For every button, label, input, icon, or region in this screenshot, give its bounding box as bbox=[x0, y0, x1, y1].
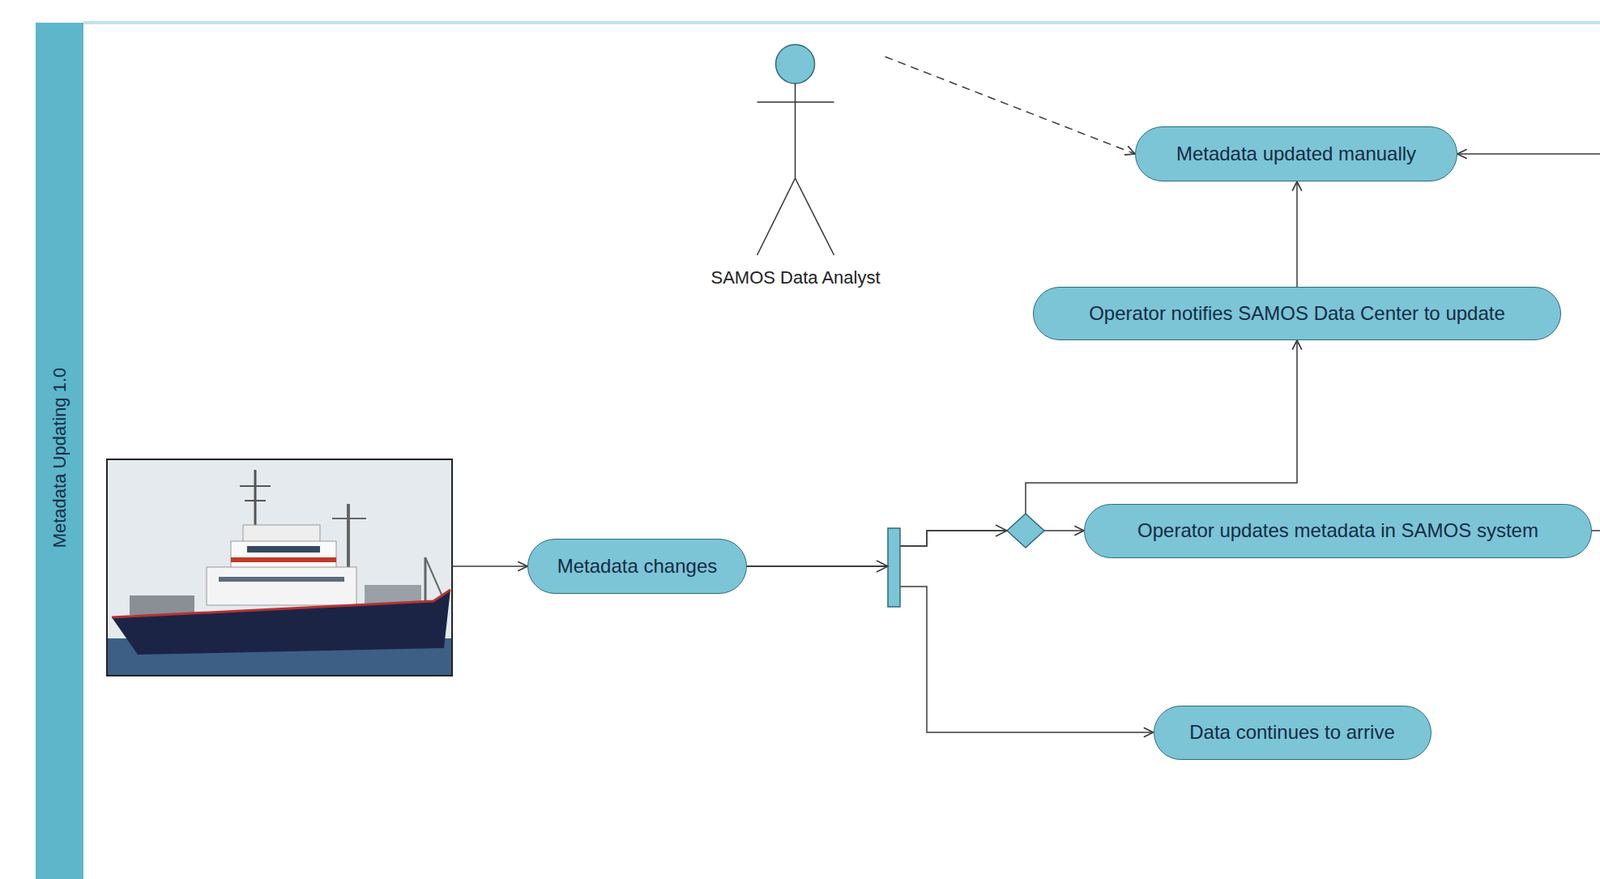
arrow-head bbox=[995, 524, 1007, 537]
activity-box: Metadata updated manually bbox=[1134, 126, 1458, 182]
ship-hull bbox=[111, 589, 451, 655]
arrow-head bbox=[876, 560, 888, 572]
ship-mast bbox=[244, 499, 266, 502]
activity-box: Metadata changes bbox=[527, 538, 747, 594]
node-label: Metadata changes bbox=[557, 554, 717, 578]
activity-box: Operator updates metadata in SAMOS syste… bbox=[1083, 503, 1592, 559]
ship-superstructure bbox=[206, 567, 357, 606]
flow-connector bbox=[1296, 181, 1298, 287]
node-label: Operator updates metadata in SAMOS syste… bbox=[1137, 519, 1539, 542]
ship-deck-line bbox=[111, 589, 451, 618]
actor-limb bbox=[795, 178, 835, 256]
actor-limb bbox=[794, 83, 797, 179]
ship-windows bbox=[247, 546, 320, 553]
ship-mast bbox=[239, 485, 271, 487]
actor-symbol bbox=[705, 40, 885, 268]
activity-box: Data continues to arrive bbox=[1153, 705, 1432, 760]
decision-diamond bbox=[1006, 513, 1045, 548]
node-label: SAMOS Data Analyst bbox=[710, 267, 880, 288]
actor-head bbox=[776, 44, 815, 84]
frame-line bbox=[83, 21, 1600, 25]
node-label: Operator notifies SAMOS Data Center to u… bbox=[1088, 302, 1506, 325]
ship-stripe bbox=[230, 557, 337, 563]
ship-bridge bbox=[243, 524, 320, 543]
picture-frame bbox=[106, 459, 453, 676]
actor-limb bbox=[757, 101, 835, 103]
ship-mast bbox=[332, 517, 367, 520]
ship-bridge bbox=[230, 541, 337, 569]
flow-arrow bbox=[452, 565, 528, 568]
ship-picture bbox=[106, 459, 453, 676]
node-label: Metadata updated manually bbox=[1176, 142, 1417, 166]
fork-bar bbox=[887, 528, 901, 607]
ship-crane bbox=[424, 557, 427, 602]
actor-limb bbox=[757, 178, 796, 256]
ship-crane bbox=[425, 557, 443, 597]
flow-arrow bbox=[1457, 153, 1600, 155]
ship-windows bbox=[218, 576, 345, 582]
node-label: Metadata Updating 1.0 bbox=[49, 367, 70, 549]
flow-connector bbox=[885, 56, 1135, 154]
flow-connector bbox=[746, 566, 1154, 733]
ship-sky bbox=[106, 459, 453, 676]
swimlane-band: Metadata Updating 1.0 bbox=[35, 22, 84, 879]
actor-figure: SAMOS Data Analyst bbox=[705, 40, 885, 291]
activity-box: Operator notifies SAMOS Data Center to u… bbox=[1032, 286, 1562, 341]
node-label: Data continues to arrive bbox=[1189, 721, 1395, 744]
ship-deck-gear bbox=[129, 595, 195, 615]
